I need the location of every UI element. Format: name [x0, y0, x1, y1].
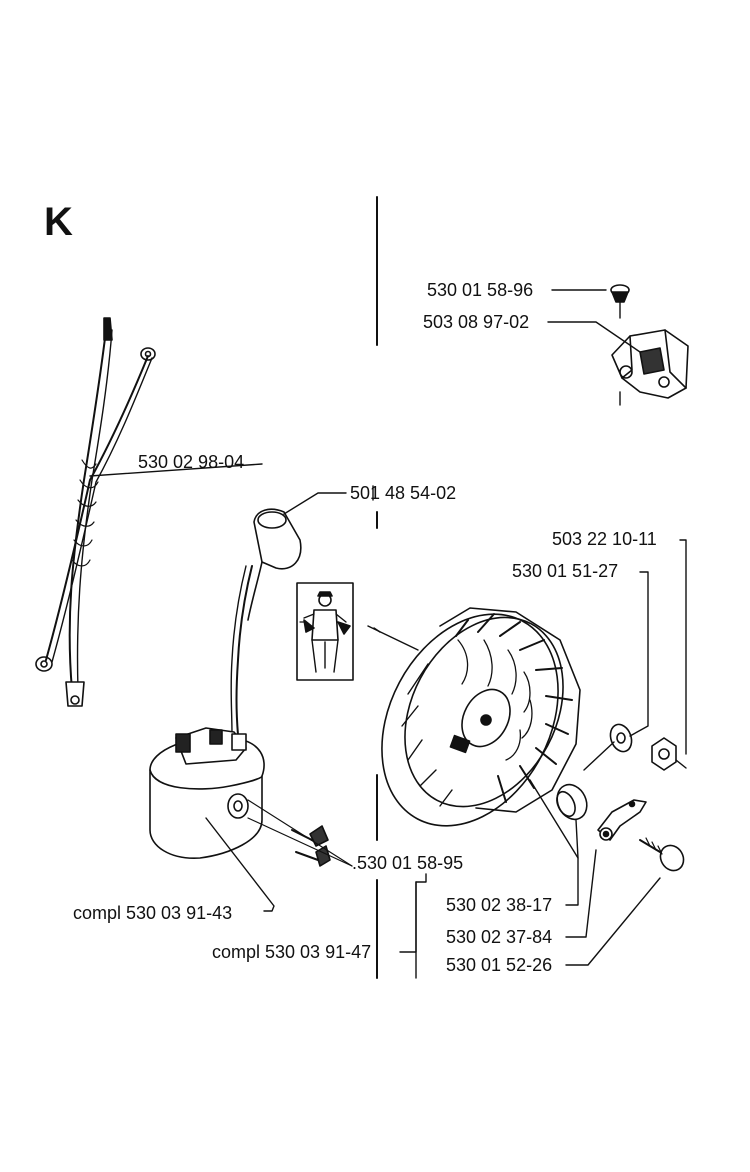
key-part — [556, 783, 588, 821]
nut-part — [651, 737, 687, 771]
pawl-screw-part — [639, 837, 685, 872]
label-coil-screws: .530 01 58-95 — [352, 853, 464, 873]
section-letter: K — [44, 200, 73, 244]
label-bracket: 503 08 97-02 — [423, 312, 530, 332]
pawl-part — [597, 799, 647, 841]
label-screw-top: 530 01 58-96 — [427, 280, 534, 300]
screw-top-part — [610, 284, 630, 319]
wire-harness-part — [35, 317, 156, 707]
leader-lines — [89, 289, 687, 979]
operator-safety-icon — [296, 582, 354, 681]
label-spark-plug-cap: 501 48 54-02 — [350, 483, 457, 503]
bracket-part — [611, 329, 689, 406]
label-nut: 503 22 10-11 — [552, 529, 657, 549]
label-pawl: 530 02 37-84 — [446, 927, 553, 947]
label-pawl-screw: 530 01 52-26 — [446, 955, 553, 975]
label-coil-compl: compl 530 03 91-43 — [73, 903, 233, 923]
flywheel-part — [381, 607, 581, 827]
label-ignition-compl: compl 530 03 91-47 — [212, 942, 372, 962]
spark-plug-cap-part — [230, 508, 302, 736]
coil-screws-part — [247, 799, 353, 867]
label-washer: 530 01 51-27 — [512, 561, 619, 581]
label-wire-harness: 530 02 98-04 — [138, 452, 245, 472]
washer-part — [609, 723, 633, 753]
label-key: 530 02 38-17 — [446, 895, 553, 915]
ignition-coil-part — [149, 727, 265, 859]
